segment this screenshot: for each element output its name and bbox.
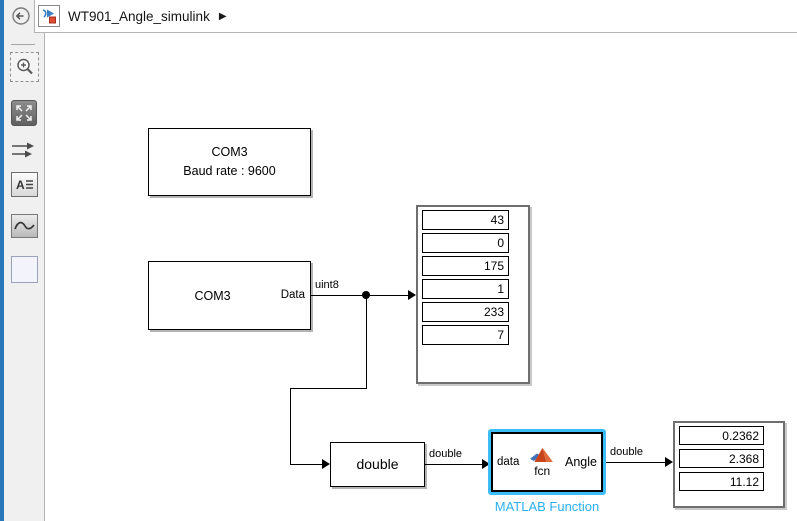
annotation-button[interactable]: A — [11, 172, 38, 197]
model-badge-icon — [42, 9, 56, 24]
display-value: 11.12 — [679, 472, 764, 491]
matlab-function-body: data fcn Angle — [491, 432, 603, 492]
signal-label-double-1[interactable]: double — [429, 448, 463, 460]
block-matlab-function[interactable]: data fcn Angle — [488, 429, 606, 495]
svg-text:A: A — [16, 178, 25, 192]
wire-double-1-arrowhead — [482, 459, 490, 469]
wire-branch-v1[interactable] — [366, 295, 367, 388]
wire-double-2[interactable] — [606, 462, 665, 463]
annotation-icon: A — [16, 178, 33, 192]
block-data-type-conversion[interactable]: double — [330, 442, 425, 487]
simulink-model-icon — [38, 5, 60, 27]
signal-label-double-2[interactable]: double — [610, 446, 644, 458]
signal-curve-icon — [14, 221, 35, 230]
signal-label-uint8[interactable]: uint8 — [315, 279, 339, 291]
display-value: 1 — [422, 279, 509, 299]
wire-uint8[interactable] — [311, 295, 409, 296]
navigate-back-button[interactable] — [11, 6, 31, 26]
block-display-bytes[interactable]: 43 0 175 1 233 7 — [416, 205, 530, 384]
serial-receive-label: COM3 — [194, 288, 231, 303]
block-serial-configuration[interactable]: COM3 Baud rate : 9600 — [148, 128, 311, 196]
fit-to-view-button[interactable] — [11, 100, 37, 126]
display-value: 0 — [422, 233, 509, 253]
wire-double-1[interactable] — [425, 464, 482, 465]
wire-uint8-arrowhead — [408, 290, 416, 300]
serial-config-baud: Baud rate : 9600 — [183, 164, 276, 178]
wire-branch-arrowhead — [322, 459, 330, 469]
wire-branch-h2[interactable] — [290, 464, 322, 465]
toolbar-divider — [11, 44, 35, 45]
display-value: 175 — [422, 256, 509, 276]
matlab-function-caption[interactable]: MATLAB Function — [494, 499, 600, 514]
serial-receive-output-port: Data — [280, 289, 305, 301]
back-arrow-icon — [12, 7, 30, 25]
display-value: 233 — [422, 302, 509, 322]
display-value: 7 — [422, 325, 509, 345]
breadcrumb-bar: WT901_Angle_simulink ▶ — [35, 0, 797, 33]
signal-arrows-button[interactable] — [10, 139, 36, 161]
wire-branch-h1[interactable] — [290, 388, 367, 389]
block-display-angles[interactable]: 0.2362 2.368 11.12 — [673, 421, 785, 508]
serial-config-port: COM3 — [211, 145, 248, 160]
matlab-function-output-port: Angle — [565, 455, 597, 469]
matlab-function-input-port: data — [497, 456, 520, 468]
zoom-magnifier-icon — [16, 58, 33, 75]
wire-double-2-arrowhead — [665, 457, 673, 467]
breadcrumb-model-name[interactable]: WT901_Angle_simulink — [68, 8, 210, 24]
dual-right-arrows-icon — [12, 142, 34, 158]
nav-column-border — [34, 0, 35, 33]
scope-preview-button[interactable] — [11, 214, 38, 238]
matlab-function-center: fcn — [530, 447, 554, 477]
left-toolbar-border — [44, 33, 45, 521]
conversion-label: double — [356, 456, 399, 472]
matlab-logo-icon — [530, 447, 554, 463]
breadcrumb-expand-arrow[interactable]: ▶ — [218, 10, 227, 22]
matlab-function-fcn-label: fcn — [534, 464, 551, 478]
block-serial-receive[interactable]: COM3 Data — [148, 261, 311, 330]
display-value: 2.368 — [679, 449, 764, 468]
fit-to-view-icon — [16, 105, 32, 121]
wire-branch-v2[interactable] — [290, 388, 291, 464]
display-value: 0.2362 — [679, 426, 764, 445]
display-value: 43 — [422, 210, 509, 230]
zoom-region-button[interactable] — [10, 52, 39, 82]
viewmark-button[interactable] — [11, 256, 38, 283]
window-accent-strip — [0, 0, 4, 521]
